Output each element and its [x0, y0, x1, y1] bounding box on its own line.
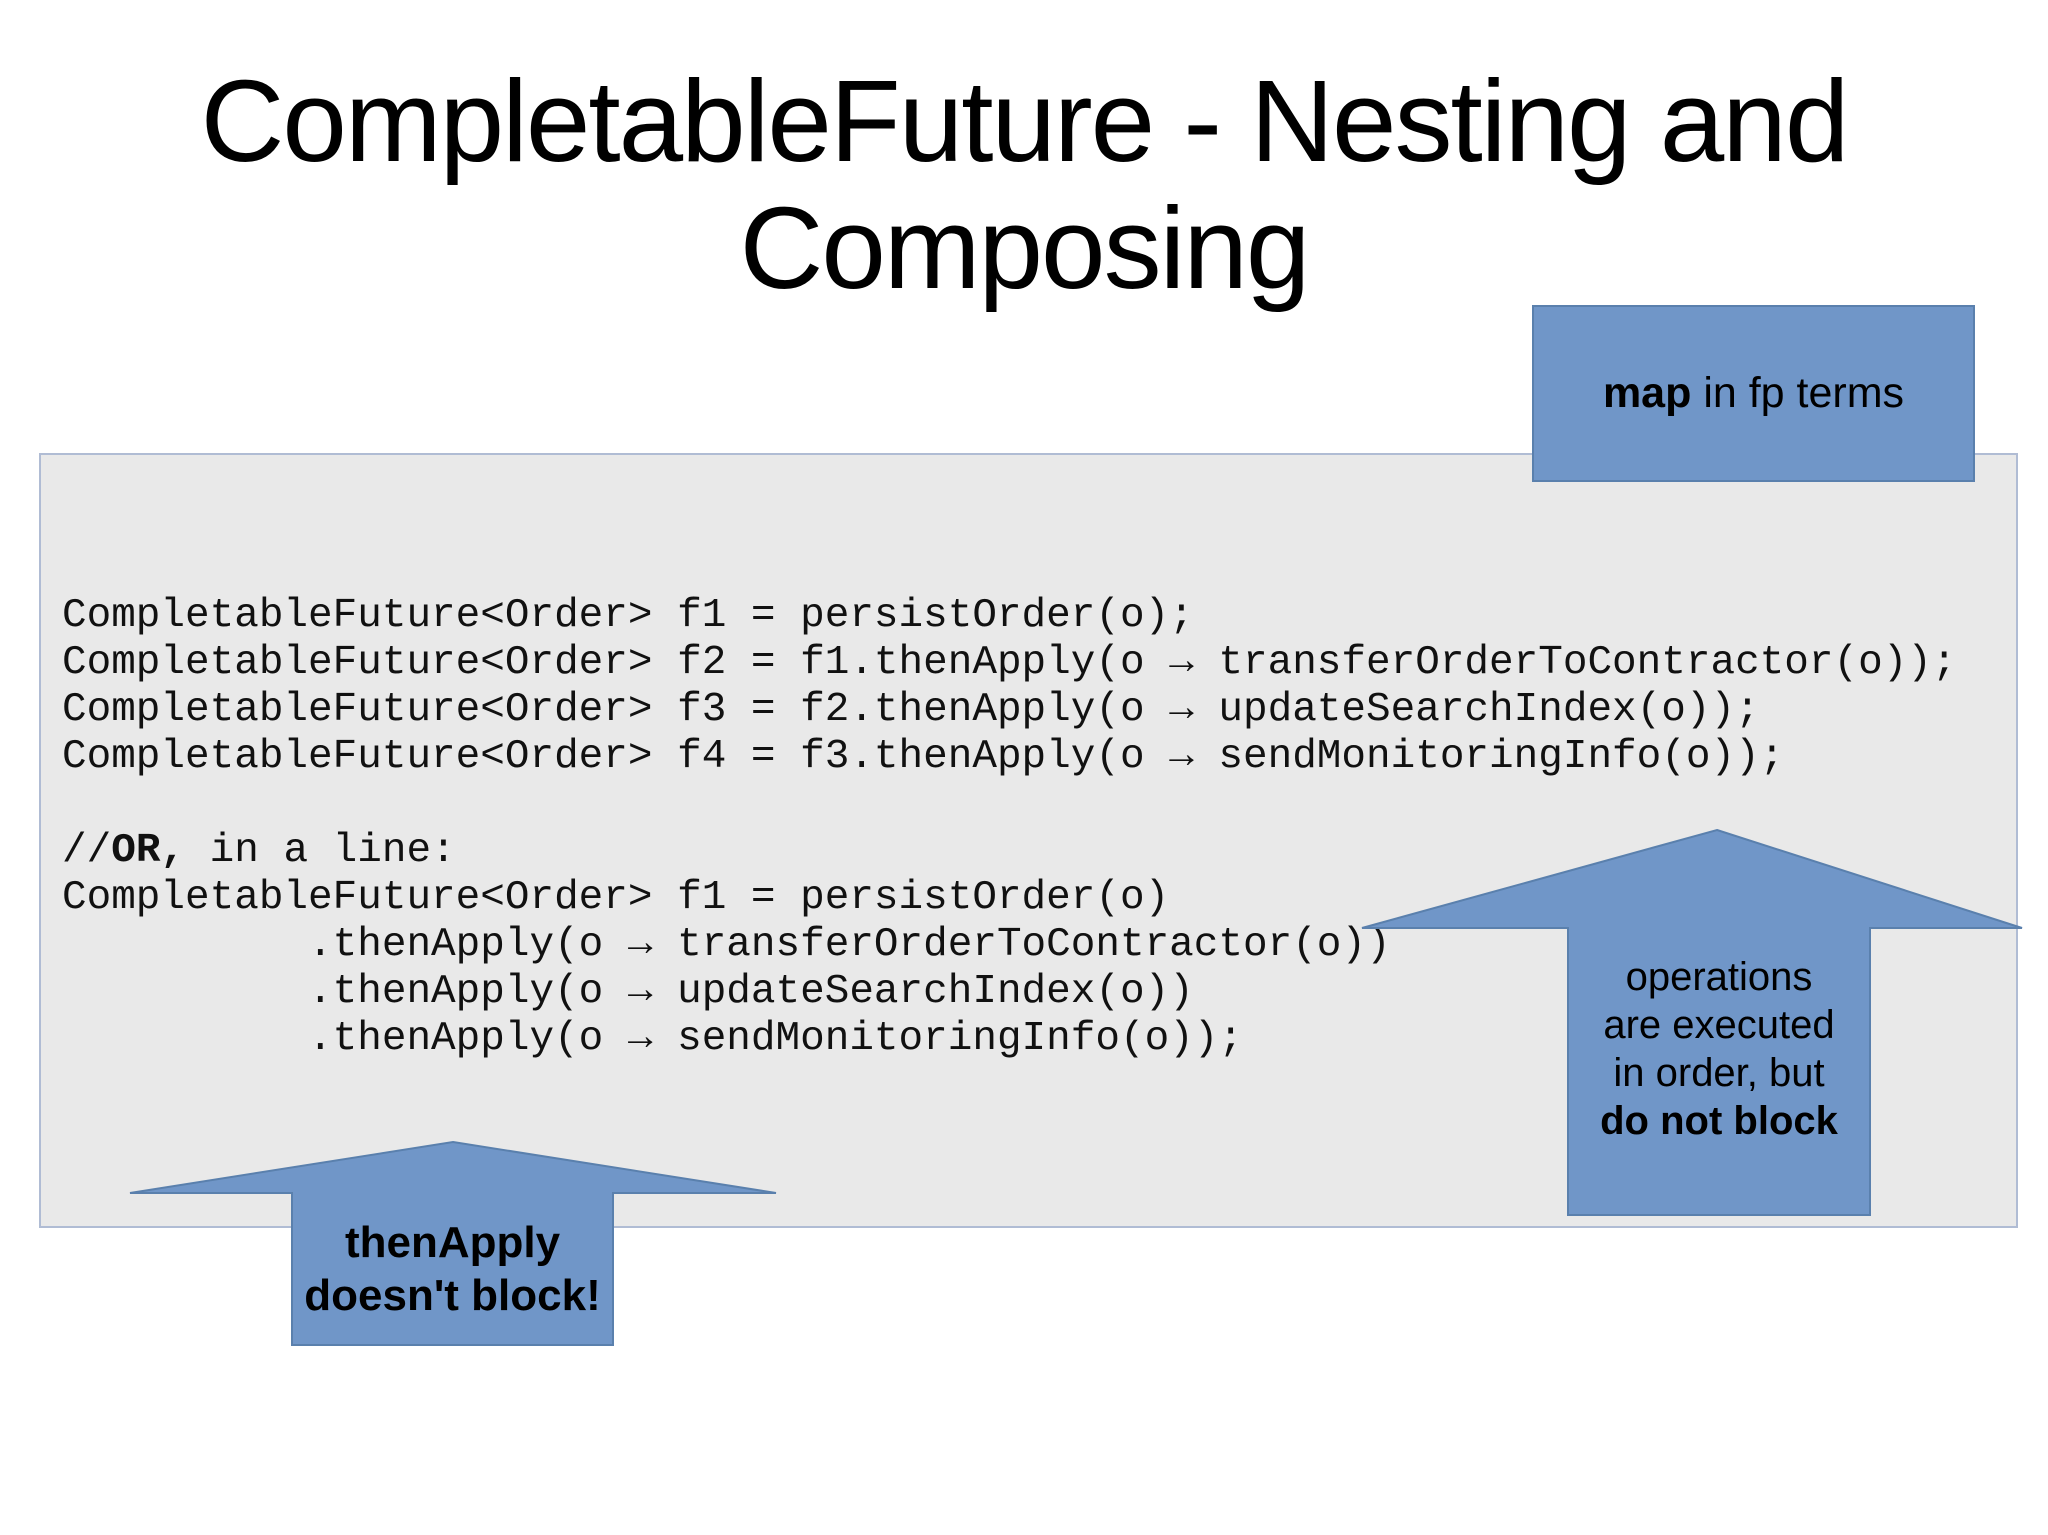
comment-rest: in a line: [185, 828, 456, 874]
code-line: .thenApply(o → transferOrderToContractor… [62, 922, 1391, 968]
map-callout-text: map in fp terms [1603, 369, 1904, 418]
page-title-line1: CompletableFuture - Nesting and [200, 56, 1850, 186]
page-title-line2: Composing [739, 183, 1311, 313]
operations-arrow-label: operations are executed in order, but do… [1568, 928, 1870, 1216]
code-line: CompletableFuture<Order> f4 = f3.thenApp… [62, 734, 1785, 780]
comment-prefix: // [62, 828, 112, 874]
operations-arrow-shape [1361, 828, 2023, 1216]
operations-label-line4: do not block [1600, 1099, 1838, 1143]
code-comment-line: //OR, in a line: [62, 828, 1957, 875]
then-apply-label-line1: thenApply [344, 1218, 561, 1267]
code-line: .thenApply(o → updateSearchIndex(o)) [62, 969, 1194, 1015]
operations-label-line1: operations [1625, 955, 1813, 999]
comment-bold-or: OR, [111, 828, 186, 874]
then-apply-arrow-shape [129, 1140, 777, 1346]
map-callout-rest: in fp terms [1691, 369, 1905, 417]
map-callout-bold: map [1602, 369, 1692, 417]
then-apply-label-line2: doesn't block! [304, 1271, 601, 1320]
operations-label-line3: in order, but [1613, 1051, 1825, 1095]
code-line: CompletableFuture<Order> f1 = persistOrd… [62, 593, 1194, 639]
map-callout-box: map in fp terms [1532, 305, 1975, 482]
then-apply-arrow-label: thenApply doesn't block! [290, 1193, 615, 1345]
code-line: CompletableFuture<Order> f2 = f1.thenApp… [62, 640, 1957, 686]
code-line: CompletableFuture<Order> f1 = persistOrd… [62, 875, 1170, 921]
page-title: CompletableFuture - Nesting and Composin… [0, 58, 2048, 312]
code-line: .thenApply(o → sendMonitoringInfo(o)); [62, 1016, 1243, 1062]
operations-label-line2: are executed [1603, 1003, 1835, 1047]
code-block: CompletableFuture<Order> f1 = persistOrd… [62, 593, 1957, 1063]
code-line: CompletableFuture<Order> f3 = f2.thenApp… [62, 687, 1760, 733]
